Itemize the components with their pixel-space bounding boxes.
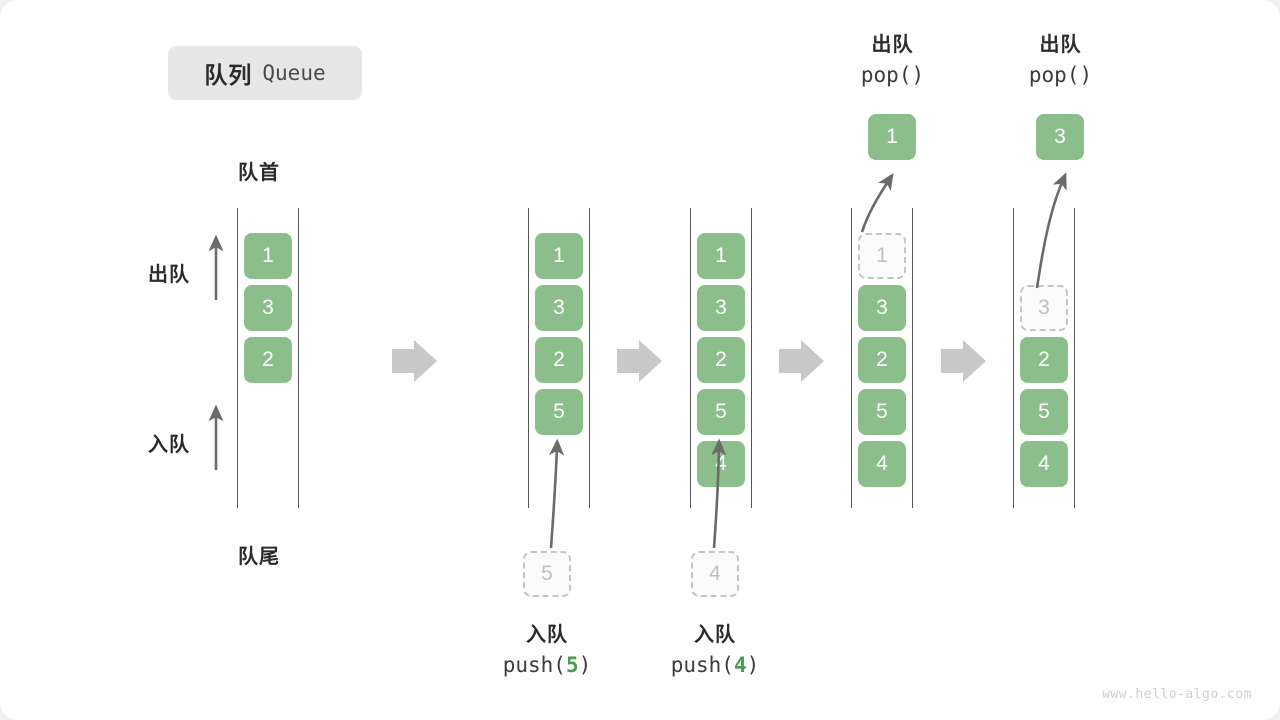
operation-pop-second: 出队 pop() [978, 30, 1143, 92]
queue-cell: 5 [697, 389, 745, 435]
operation-pop-first-cn: 出队 [871, 34, 914, 56]
queue-cell: 5 [535, 389, 583, 435]
queue-channel-after-push-5: 1 3 2 5 [528, 208, 590, 508]
queue-cell: 3 [697, 285, 745, 331]
rail-left [237, 208, 238, 508]
operation-push-4-code: push(4) [670, 653, 760, 677]
queue-cell: 2 [1020, 337, 1068, 383]
label-enqueue: 入队 [148, 434, 190, 456]
queue-channel-after-pop-3: 3 2 5 4 [1013, 208, 1075, 508]
queue-cell: 4 [697, 441, 745, 487]
rail-right [589, 208, 590, 508]
step-arrow-3 [779, 340, 824, 382]
ghost-removed-element: 3 [1020, 285, 1068, 331]
rail-left [690, 208, 691, 508]
queue-cell: 1 [697, 233, 745, 279]
step-arrow-2 [617, 340, 662, 382]
rail-right [1074, 208, 1075, 508]
title-badge: 队列 Queue [168, 46, 362, 100]
queue-cell: 4 [1020, 441, 1068, 487]
queue-channel-after-push-4: 1 3 2 5 4 [690, 208, 752, 508]
rail-left [851, 208, 852, 508]
rail-right [298, 208, 299, 508]
queue-cell: 2 [697, 337, 745, 383]
watermark: www.hello-algo.com [1102, 687, 1252, 702]
ghost-removed-element: 1 [858, 233, 906, 279]
rail-right [751, 208, 752, 508]
operation-push-5-code: push(5) [502, 653, 592, 677]
title-en: Queue [262, 61, 326, 85]
operation-pop-first: 出队 pop() [810, 30, 975, 92]
ghost-incoming-element: 4 [691, 551, 739, 597]
operation-pop-first-code: pop() [860, 63, 925, 87]
queue-cell: 2 [858, 337, 906, 383]
label-dequeue: 出队 [148, 264, 190, 286]
queue-cell: 3 [535, 285, 583, 331]
queue-channel-initial: 1 3 2 [237, 208, 299, 508]
queue-cell: 4 [858, 441, 906, 487]
queue-cell: 3 [858, 285, 906, 331]
operation-pop-second-code: pop() [1028, 63, 1093, 87]
operation-push-4: 入队 push(4) [630, 620, 800, 682]
queue-cell: 3 [244, 285, 292, 331]
label-head: 队首 [238, 162, 280, 184]
queue-channel-after-pop-1: 1 3 2 5 4 [851, 208, 913, 508]
operation-push-4-cn: 入队 [694, 624, 736, 646]
popped-element-second: 3 [1036, 114, 1084, 160]
queue-cell: 1 [535, 233, 583, 279]
queue-cell: 2 [535, 337, 583, 383]
operation-push-5-cn: 入队 [526, 624, 568, 646]
step-arrow-4 [941, 340, 986, 382]
queue-cell: 5 [1020, 389, 1068, 435]
rail-left [528, 208, 529, 508]
label-tail: 队尾 [238, 546, 280, 568]
queue-cell: 5 [858, 389, 906, 435]
queue-cell: 1 [244, 233, 292, 279]
operation-push-5: 入队 push(5) [462, 620, 632, 682]
rail-left [1013, 208, 1014, 508]
operation-pop-second-cn: 出队 [1039, 34, 1082, 56]
ghost-incoming-element: 5 [523, 551, 571, 597]
queue-cell: 2 [244, 337, 292, 383]
rail-right [912, 208, 913, 508]
step-arrow-1 [392, 340, 437, 382]
title-cn: 队列 [204, 62, 253, 88]
popped-element-first: 1 [868, 114, 916, 160]
